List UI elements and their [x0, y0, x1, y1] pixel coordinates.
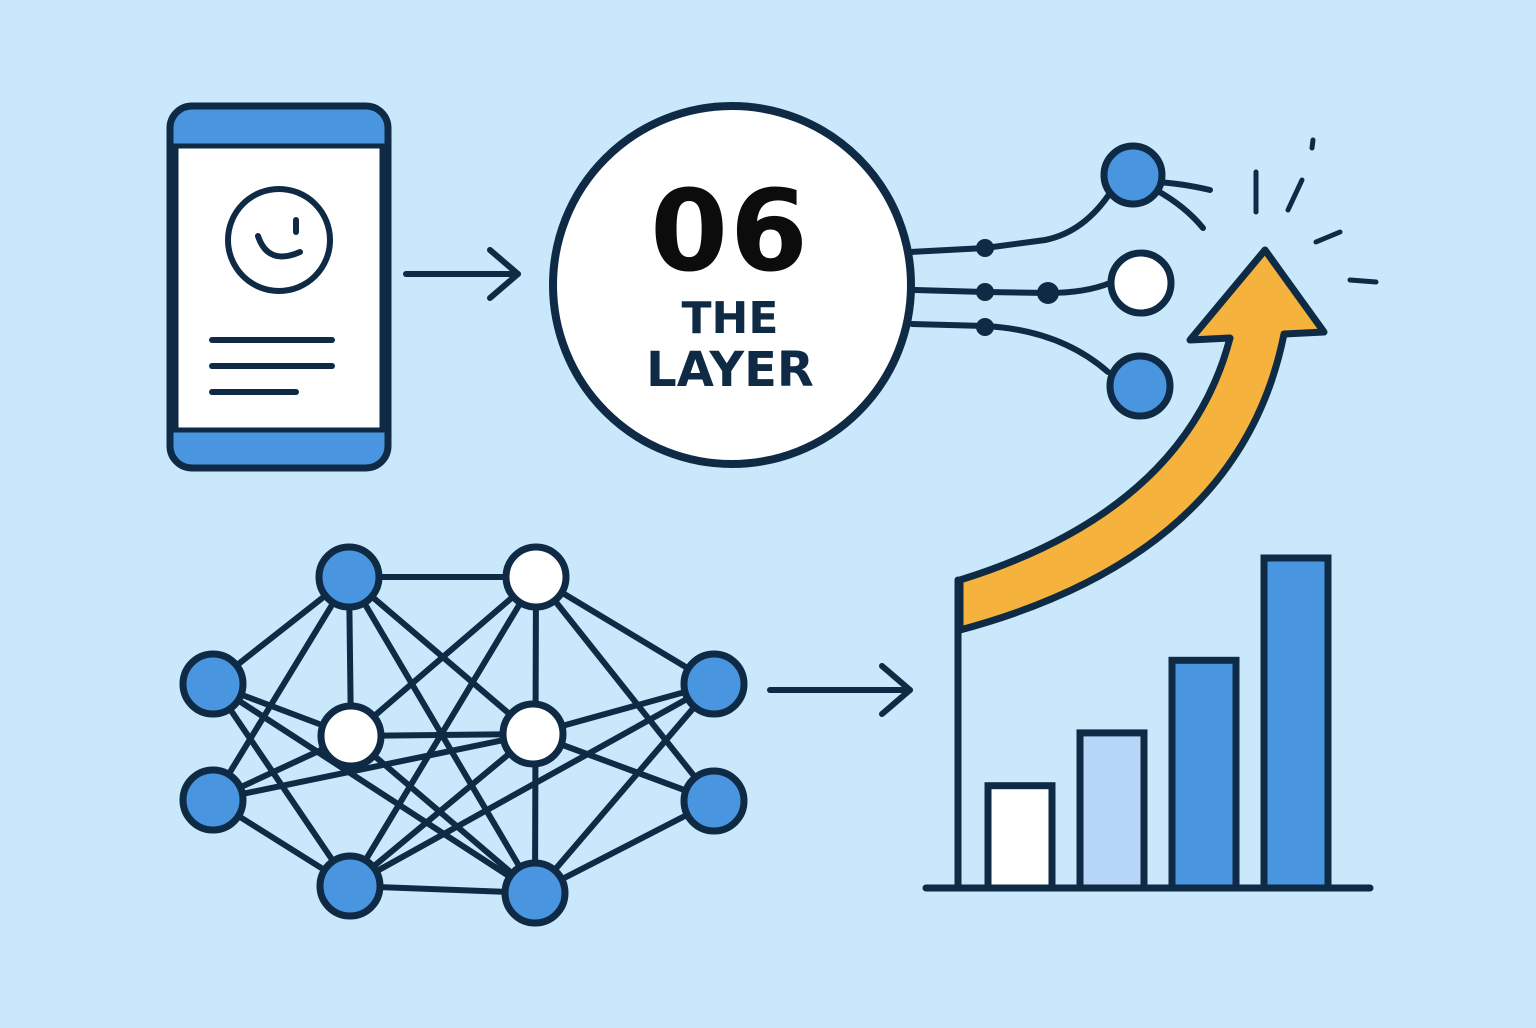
badge-number: 06 [650, 167, 810, 297]
trend-arrow [956, 246, 1328, 634]
badge-line-1: THE [682, 293, 779, 344]
network-edges [210, 574, 717, 896]
connector-dots [976, 239, 1059, 336]
network-node [315, 543, 383, 611]
network-node [499, 700, 567, 768]
neural-network-icon [179, 543, 748, 927]
chart-bar-3 [1168, 656, 1240, 892]
network-node [680, 650, 748, 718]
chart-bar-1 [984, 782, 1056, 892]
network-node [502, 543, 570, 611]
growth-bar-chart-icon [922, 554, 1374, 892]
layer-badge: 06 THE LAYER [549, 102, 915, 468]
network-node [317, 702, 385, 770]
network-node [680, 767, 748, 835]
smiley-face-icon [225, 186, 333, 294]
chart-bar-4 [1260, 554, 1332, 892]
output-node-top [1100, 142, 1166, 208]
smartphone-icon [166, 102, 392, 472]
upward-trend-arrow-icon [956, 137, 1379, 634]
badge-circle [549, 102, 915, 468]
arrow-right-icon [403, 247, 521, 301]
network-node [316, 852, 384, 920]
arrow-right-icon [767, 663, 913, 717]
output-node-middle [1107, 249, 1175, 317]
chart-bar-2 [1076, 729, 1148, 892]
network-nodes [179, 543, 748, 927]
badge-line-2: LAYER [646, 342, 814, 398]
bars [984, 554, 1332, 892]
smiley-mouth [255, 233, 303, 260]
network-node [179, 650, 247, 718]
network-node [179, 766, 247, 834]
output-node-bottom [1106, 352, 1174, 420]
network-node [501, 859, 569, 927]
sparkle-icon [1253, 137, 1379, 285]
